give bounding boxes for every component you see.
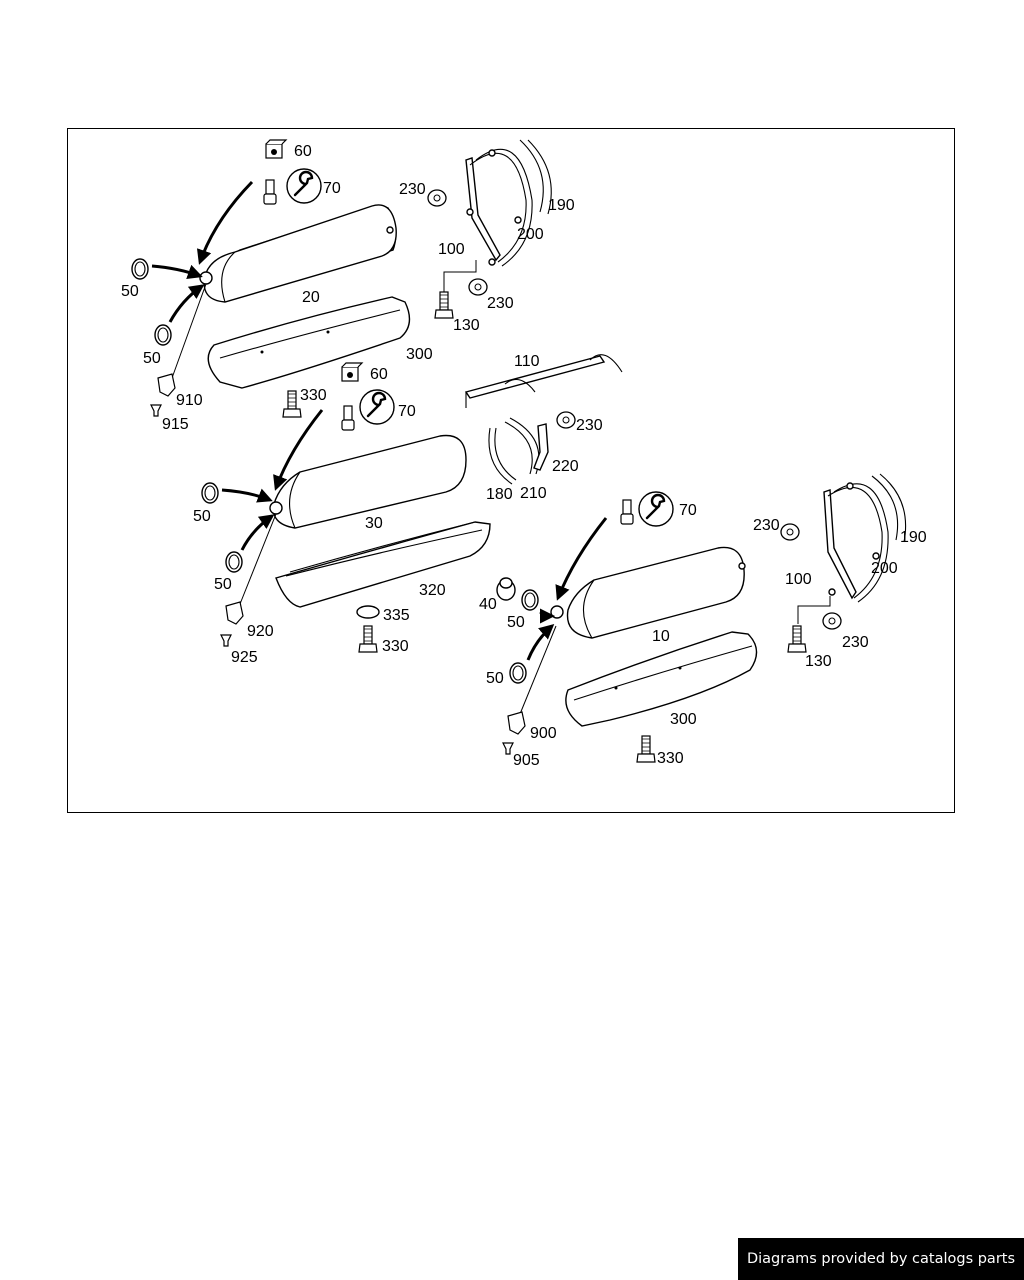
- callout-230: 230: [576, 417, 603, 434]
- callout-330: 330: [300, 387, 327, 404]
- callout-50: 50: [507, 614, 525, 631]
- callout-70: 70: [679, 502, 697, 519]
- callout-50: 50: [143, 350, 161, 367]
- callout-905: 905: [513, 752, 540, 769]
- tray-320: [275, 521, 491, 608]
- callout-200: 200: [517, 226, 544, 243]
- bracket-110: [464, 354, 623, 408]
- tray-300-lower: [565, 631, 758, 727]
- callout-300: 300: [406, 346, 433, 363]
- credit-banner: Diagrams provided by catalogs parts: [738, 1238, 1024, 1280]
- callout-910: 910: [176, 392, 203, 409]
- callout-230: 230: [487, 295, 514, 312]
- callout-130: 130: [453, 317, 480, 334]
- callout-230: 230: [753, 517, 780, 534]
- callout-915: 915: [162, 416, 189, 433]
- callout-60: 60: [370, 366, 388, 383]
- callout-200: 200: [871, 560, 898, 577]
- callout-70: 70: [323, 180, 341, 197]
- callout-180: 180: [486, 486, 513, 503]
- callout-10: 10: [652, 628, 670, 645]
- callout-70: 70: [398, 403, 416, 420]
- callout-210: 210: [520, 485, 547, 502]
- callout-130: 130: [805, 653, 832, 670]
- callout-925: 925: [231, 649, 258, 666]
- callout-190: 190: [900, 529, 927, 546]
- washer-335: [356, 605, 380, 619]
- callout-50: 50: [193, 508, 211, 525]
- bracket-100-upper: [465, 139, 552, 267]
- bracket-100-lower: [823, 473, 907, 603]
- plug-40: [496, 577, 516, 601]
- callout-110: 110: [514, 353, 540, 370]
- callout-920: 920: [247, 623, 274, 640]
- callout-335: 335: [383, 607, 410, 624]
- callout-330: 330: [657, 750, 684, 767]
- callout-330: 330: [382, 638, 409, 655]
- callout-190: 190: [548, 197, 575, 214]
- callout-300: 300: [670, 711, 697, 728]
- callout-320: 320: [419, 582, 446, 599]
- callout-40: 40: [479, 596, 497, 613]
- callout-100: 100: [785, 571, 812, 588]
- tray-300-upper: [207, 296, 411, 389]
- diagram-frame: [67, 128, 955, 813]
- callout-30: 30: [365, 515, 383, 532]
- callout-60: 60: [294, 143, 312, 160]
- callout-900: 900: [530, 725, 557, 742]
- callout-230: 230: [399, 181, 426, 198]
- callout-220: 220: [552, 458, 579, 475]
- strap-180-210: [488, 417, 549, 485]
- tank-30: [269, 434, 467, 529]
- callout-230: 230: [842, 634, 869, 651]
- callout-20: 20: [302, 289, 320, 306]
- tank-20: [199, 204, 397, 303]
- callout-50: 50: [214, 576, 232, 593]
- callout-100: 100: [438, 241, 465, 258]
- callout-50: 50: [121, 283, 139, 300]
- callout-50: 50: [486, 670, 504, 687]
